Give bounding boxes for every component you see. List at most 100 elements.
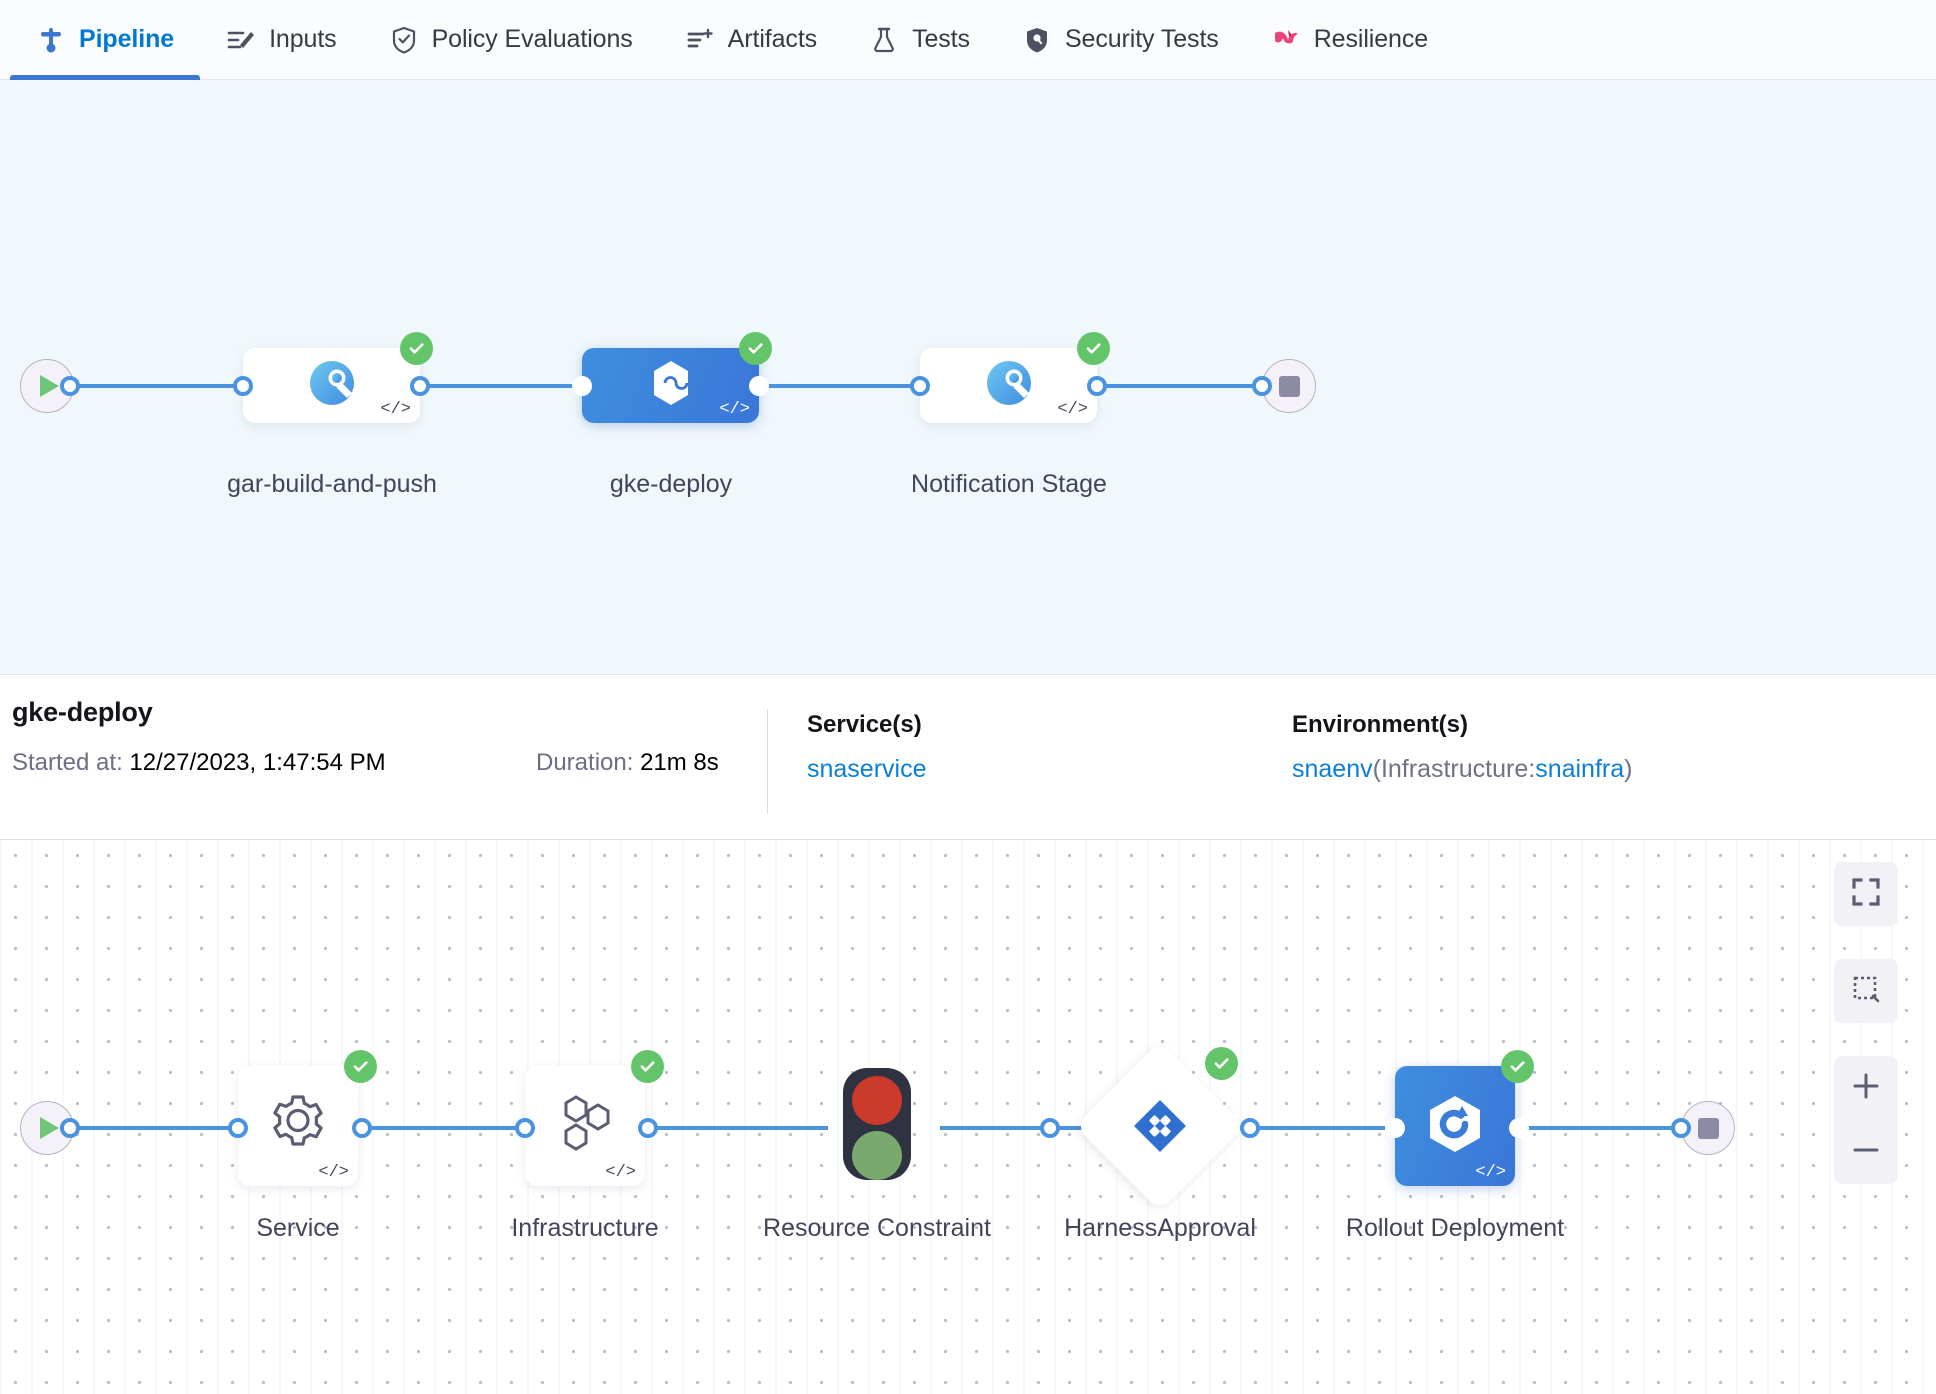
pipeline-edge bbox=[1090, 384, 1288, 388]
dashed-square-icon bbox=[1851, 974, 1881, 1009]
canvas-zoom-controls bbox=[1834, 862, 1898, 1184]
started-value: 12/27/2023, 1:47:54 PM bbox=[129, 749, 386, 776]
select-area-button[interactable] bbox=[1834, 959, 1898, 1023]
fit-screen-button[interactable] bbox=[1834, 862, 1898, 926]
pipeline-port bbox=[572, 376, 592, 396]
artifacts-list-icon bbox=[685, 25, 715, 55]
security-shield-icon bbox=[1022, 25, 1052, 55]
services-header: Service(s) bbox=[807, 711, 922, 738]
pipeline-execution-tabbar: Pipeline Inputs Policy Evaluations Artif… bbox=[0, 0, 1936, 80]
pipeline-stage-label: gar-build-and-push bbox=[227, 470, 437, 498]
stage-port bbox=[352, 1118, 372, 1138]
stage-port bbox=[1671, 1118, 1691, 1138]
rollout-k8s-icon bbox=[1422, 1093, 1488, 1160]
stage-step-label: Resource Constraint bbox=[763, 1214, 991, 1242]
tab-pipeline[interactable]: Pipeline bbox=[10, 0, 201, 80]
stage-step-label: Rollout Deployment bbox=[1345, 1214, 1565, 1242]
detail-divider bbox=[767, 709, 768, 814]
harness-cd-icon bbox=[644, 356, 698, 415]
status-badge-success bbox=[400, 332, 433, 365]
tab-label: Security Tests bbox=[1064, 25, 1219, 53]
pipeline-stage-gar-build-and-push[interactable]: </> bbox=[243, 348, 420, 423]
stage-graph-canvas[interactable]: </> Service </> Infrastructure Resource … bbox=[0, 840, 1936, 1394]
status-badge-success bbox=[1077, 332, 1110, 365]
code-yaml-icon[interactable]: </> bbox=[380, 400, 411, 419]
service-link[interactable]: snaservice bbox=[807, 755, 927, 783]
tab-tests[interactable]: Tests bbox=[843, 0, 996, 80]
stage-edge bbox=[638, 1126, 828, 1130]
pipeline-icon bbox=[36, 25, 66, 55]
gear-icon bbox=[266, 1092, 330, 1161]
code-yaml-icon[interactable]: </> bbox=[719, 400, 750, 419]
stage-port bbox=[515, 1118, 535, 1138]
resilience-icon bbox=[1271, 25, 1301, 55]
stage-edge bbox=[1520, 1126, 1698, 1130]
pipeline-stage-gke-deploy[interactable]: </> bbox=[582, 348, 759, 423]
environment-link[interactable]: snaenv bbox=[1292, 755, 1373, 783]
status-badge-success bbox=[739, 332, 772, 365]
traffic-light-red-lamp bbox=[852, 1076, 902, 1125]
stage-duration: Duration: 21m 8s bbox=[536, 749, 719, 777]
code-yaml-icon[interactable]: </> bbox=[605, 1163, 636, 1182]
pipeline-graph-canvas[interactable]: </> gar-build-and-push </> gke-deploy bbox=[0, 80, 1936, 675]
stage-port bbox=[1385, 1118, 1405, 1138]
tab-inputs[interactable]: Inputs bbox=[200, 0, 363, 80]
play-icon bbox=[40, 375, 59, 397]
approval-diamond-icon bbox=[1132, 1098, 1188, 1159]
zoom-in-out-group bbox=[1834, 1056, 1898, 1184]
stop-icon bbox=[1697, 1117, 1719, 1139]
hexagon-cluster-icon bbox=[552, 1093, 618, 1160]
stage-port bbox=[60, 1118, 80, 1138]
status-badge-success bbox=[344, 1050, 377, 1083]
stage-edge bbox=[940, 1126, 1130, 1130]
pipeline-port bbox=[1252, 376, 1272, 396]
tab-resilience[interactable]: Resilience bbox=[1245, 0, 1454, 80]
pipeline-port bbox=[410, 376, 430, 396]
zoom-in-button[interactable] bbox=[1834, 1056, 1898, 1120]
pipeline-edge bbox=[750, 384, 960, 388]
tab-policy-evaluations[interactable]: Policy Evaluations bbox=[363, 0, 659, 80]
status-badge-success bbox=[631, 1050, 664, 1083]
pipeline-start-node[interactable] bbox=[20, 359, 74, 413]
pipeline-port bbox=[910, 376, 930, 396]
stage-port bbox=[638, 1118, 658, 1138]
environments-header: Environment(s) bbox=[1292, 711, 1469, 738]
environment-value: snaenv(Infrastructure:snainfra) bbox=[1292, 755, 1632, 784]
stage-step-label: Infrastructure bbox=[511, 1214, 659, 1242]
harness-ci-icon bbox=[306, 357, 358, 414]
infrastructure-prefix: (Infrastructure: bbox=[1372, 755, 1536, 783]
tab-label: Policy Evaluations bbox=[431, 25, 633, 53]
code-yaml-icon[interactable]: </> bbox=[1057, 400, 1088, 419]
pipeline-stage-notification-stage[interactable]: </> bbox=[920, 348, 1097, 423]
pipeline-end-node[interactable] bbox=[1262, 359, 1316, 413]
stage-step-rollout-deployment[interactable]: </> bbox=[1395, 1066, 1515, 1186]
infrastructure-link[interactable]: snainfra bbox=[1535, 755, 1625, 783]
tab-artifacts[interactable]: Artifacts bbox=[659, 0, 843, 80]
services-column: Service(s) snaservice bbox=[807, 711, 927, 784]
plus-icon bbox=[1851, 1071, 1881, 1106]
traffic-light-green-lamp bbox=[852, 1131, 902, 1180]
play-icon bbox=[40, 1117, 59, 1139]
zoom-out-button[interactable] bbox=[1834, 1120, 1898, 1184]
stop-icon bbox=[1278, 375, 1300, 397]
stage-step-service[interactable]: </> bbox=[238, 1066, 358, 1186]
tab-label: Artifacts bbox=[727, 25, 818, 53]
duration-label: Duration: bbox=[536, 749, 634, 776]
inputs-icon bbox=[226, 25, 256, 55]
code-yaml-icon[interactable]: </> bbox=[318, 1163, 349, 1182]
stage-port bbox=[1240, 1118, 1260, 1138]
stage-edge bbox=[352, 1126, 542, 1130]
pipeline-edge bbox=[410, 384, 620, 388]
pipeline-port bbox=[60, 376, 80, 396]
stage-step-infrastructure[interactable]: </> bbox=[525, 1066, 645, 1186]
duration-value: 21m 8s bbox=[640, 749, 719, 776]
stage-step-label: Service bbox=[256, 1214, 340, 1242]
stage-step-resource-constraint[interactable] bbox=[843, 1068, 911, 1180]
pipeline-port bbox=[1087, 376, 1107, 396]
code-yaml-icon[interactable]: </> bbox=[1475, 1163, 1506, 1182]
stage-port bbox=[1509, 1118, 1529, 1138]
pipeline-stage-label: gke-deploy bbox=[609, 470, 733, 498]
pipeline-stage-label: Notification Stage bbox=[911, 470, 1107, 498]
status-badge-success bbox=[1205, 1047, 1238, 1080]
tab-security-tests[interactable]: Security Tests bbox=[996, 0, 1245, 80]
